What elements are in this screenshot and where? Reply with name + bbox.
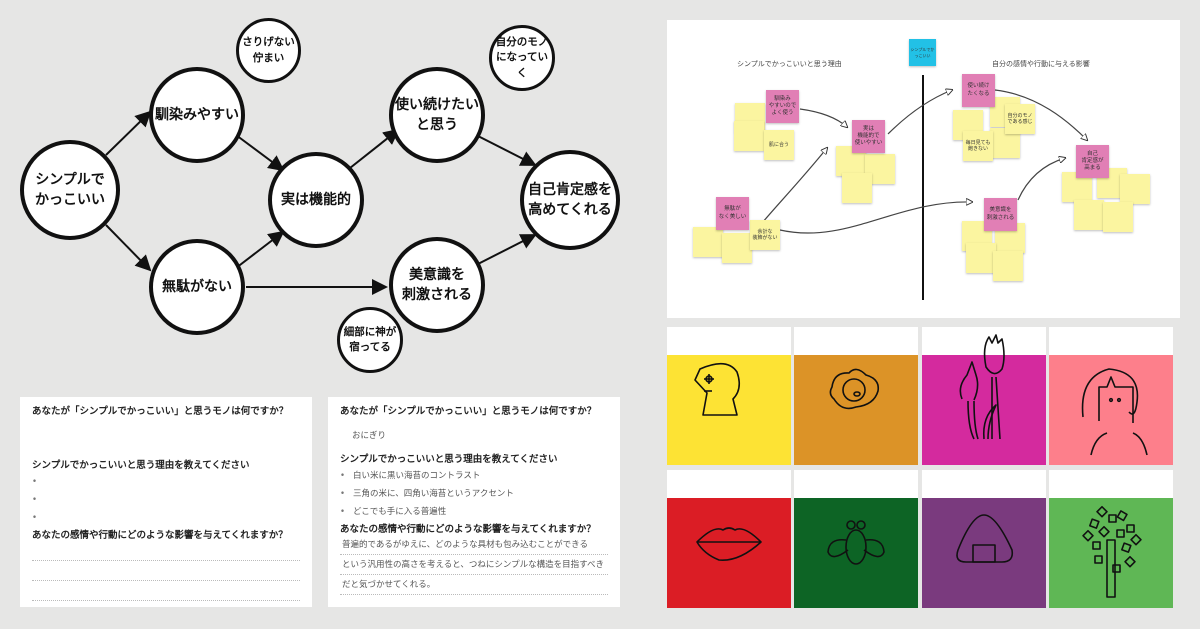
- arrow: [235, 230, 285, 269]
- answer-line: だと気づかせてくれる。: [340, 575, 608, 595]
- lips-icon: [696, 527, 762, 561]
- node-subtle: さりげない 佇まい: [236, 18, 301, 83]
- icon-tile[interactable]: [667, 470, 791, 608]
- icon-tile[interactable]: [1049, 470, 1173, 608]
- sticky-note-skin[interactable]: 肌に合う: [764, 130, 794, 160]
- arrow: [475, 134, 537, 166]
- answer-line[interactable]: [32, 541, 300, 561]
- blank-worksheet: あなたが「シンプルでかっこいい」と思うモノは何ですか？ シンプルでかっこいいと思…: [20, 397, 312, 607]
- sticky-note-familiar[interactable]: 馴染み やすいので よく使う: [766, 90, 799, 123]
- sticky-note-aesthetic[interactable]: 美意識を 刺激される: [984, 198, 1017, 231]
- arrow: [235, 134, 285, 172]
- tile-color: [667, 498, 791, 608]
- node-functional: 実は機能的: [268, 152, 364, 248]
- tile-color: [922, 355, 1046, 465]
- node-simple: シンプルで かっこいい: [20, 140, 120, 240]
- node-esteem: 自己肯定感を 高めてくれる: [520, 150, 620, 250]
- answer-line: という汎用性の高さを考えると、つねにシンプルな構造を目指すべき: [340, 555, 608, 575]
- head-icon: [694, 362, 741, 416]
- reason-slot[interactable]: [32, 473, 300, 491]
- node-details: 細部に神が 宿ってる: [337, 307, 403, 373]
- sticky-note[interactable]: [693, 227, 723, 257]
- icon-tile[interactable]: [794, 327, 918, 465]
- mind-map-diagram: シンプルで かっこいい 馴染みやすい 無駄がない さりげない 佇まい 実は機能的…: [0, 0, 650, 390]
- tile-color: [1049, 498, 1173, 608]
- sticky-note[interactable]: [1103, 202, 1133, 232]
- sticky-note-board: シンプルでかっこいいと思う理由 自分の感情や行動に与える影響 肌に合う余計な 装…: [667, 20, 1180, 318]
- node-aesthetic: 美意識を 刺激される: [389, 237, 485, 333]
- tile-color: [667, 355, 791, 465]
- icon-tile[interactable]: [1049, 327, 1173, 465]
- reason-item: どこでも手に入る普遍性: [340, 503, 608, 521]
- woman-face-icon: [1081, 368, 1148, 456]
- sticky-note[interactable]: [842, 173, 872, 203]
- sticky-note-functional[interactable]: 実は 機能的で 使いやすい: [852, 120, 885, 153]
- answer-line[interactable]: [32, 561, 300, 581]
- sticky-note[interactable]: [1074, 200, 1104, 230]
- bee-icon: [827, 520, 885, 565]
- connector: [1017, 158, 1065, 201]
- connector: [779, 202, 972, 234]
- tile-color: [794, 355, 918, 465]
- answer-line[interactable]: [32, 581, 300, 601]
- question-3: あなたの感情や行動にどのような影響を与えてくれますか？: [32, 530, 288, 541]
- answer-1: おにぎり: [352, 431, 387, 441]
- question-1: あなたが「シンプルでかっこいい」と思うモノは何ですか？: [32, 406, 289, 417]
- arrow: [105, 224, 152, 272]
- sticky-note[interactable]: [734, 121, 764, 151]
- diagram-arrows: [105, 110, 537, 295]
- reason-item: 白い米に黒い海苔のコントラスト: [340, 467, 608, 485]
- answer-line: 普遍的であるがゆえに、どのような具材も包み込むことができる: [340, 535, 608, 555]
- tile-color: [922, 498, 1046, 608]
- onigiri-icon: [956, 514, 1014, 563]
- sticky-note-esteem[interactable]: 自己 肯定感が 高まる: [1076, 145, 1109, 178]
- tile-color: [794, 498, 918, 608]
- fried-egg-icon: [829, 368, 880, 410]
- left-heading: シンプルでかっこいいと思う理由: [737, 60, 842, 68]
- icon-tile[interactable]: [667, 327, 791, 465]
- node-keep-using: 使い続けたい と思う: [389, 67, 485, 163]
- connector: [994, 89, 1087, 140]
- sticky-note[interactable]: [1120, 174, 1150, 204]
- arrow: [475, 234, 537, 266]
- sticky-note-beautiful[interactable]: 無駄が なく美しい: [716, 197, 749, 230]
- sticky-note-mine[interactable]: 自分のモノ である感じ: [1005, 104, 1035, 134]
- connector: [887, 90, 952, 135]
- sticky-note[interactable]: [993, 251, 1023, 281]
- question-3: あなたの感情や行動にどのような影響を与えてくれますか？: [340, 524, 596, 535]
- node-familiar: 馴染みやすい: [149, 67, 245, 163]
- sticky-note[interactable]: [722, 233, 752, 263]
- center-sticky-note[interactable]: シンプルでかっこいい: [909, 39, 936, 66]
- connector: [799, 108, 847, 127]
- arrow: [105, 110, 152, 156]
- tree-icon: [1082, 505, 1142, 598]
- node-own: 自分のモノ になっていく: [489, 25, 555, 91]
- arrow: [349, 128, 400, 169]
- icon-tile[interactable]: [794, 470, 918, 608]
- tile-color: [1049, 355, 1173, 465]
- tulip-icon: [959, 334, 1005, 440]
- question-2: シンプルでかっこいいと思う理由を教えてください: [32, 460, 250, 471]
- icon-tile[interactable]: [922, 327, 1046, 465]
- filled-worksheet: あなたが「シンプルでかっこいい」と思うモノは何ですか？ おにぎり シンプルでかっ…: [328, 397, 620, 607]
- sticky-note-no_deco[interactable]: 余計な 装飾がない: [750, 220, 780, 250]
- icon-tile[interactable]: [922, 470, 1046, 608]
- reason-item: 三角の米に、四角い海苔というアクセント: [340, 485, 608, 503]
- right-heading: 自分の感情や行動に与える影響: [992, 60, 1090, 68]
- sticky-note-keep[interactable]: 使い続け たくなる: [962, 74, 995, 107]
- sticky-note-daily[interactable]: 毎日見ても 飽きない: [963, 131, 993, 161]
- node-no-waste: 無駄がない: [149, 239, 245, 335]
- question-1: あなたが「シンプルでかっこいい」と思うモノは何ですか？: [340, 406, 597, 417]
- reason-slot[interactable]: [32, 509, 300, 527]
- sticky-note[interactable]: [966, 243, 996, 273]
- question-2: シンプルでかっこいいと思う理由を教えてください: [340, 454, 558, 465]
- reason-slot[interactable]: [32, 491, 300, 509]
